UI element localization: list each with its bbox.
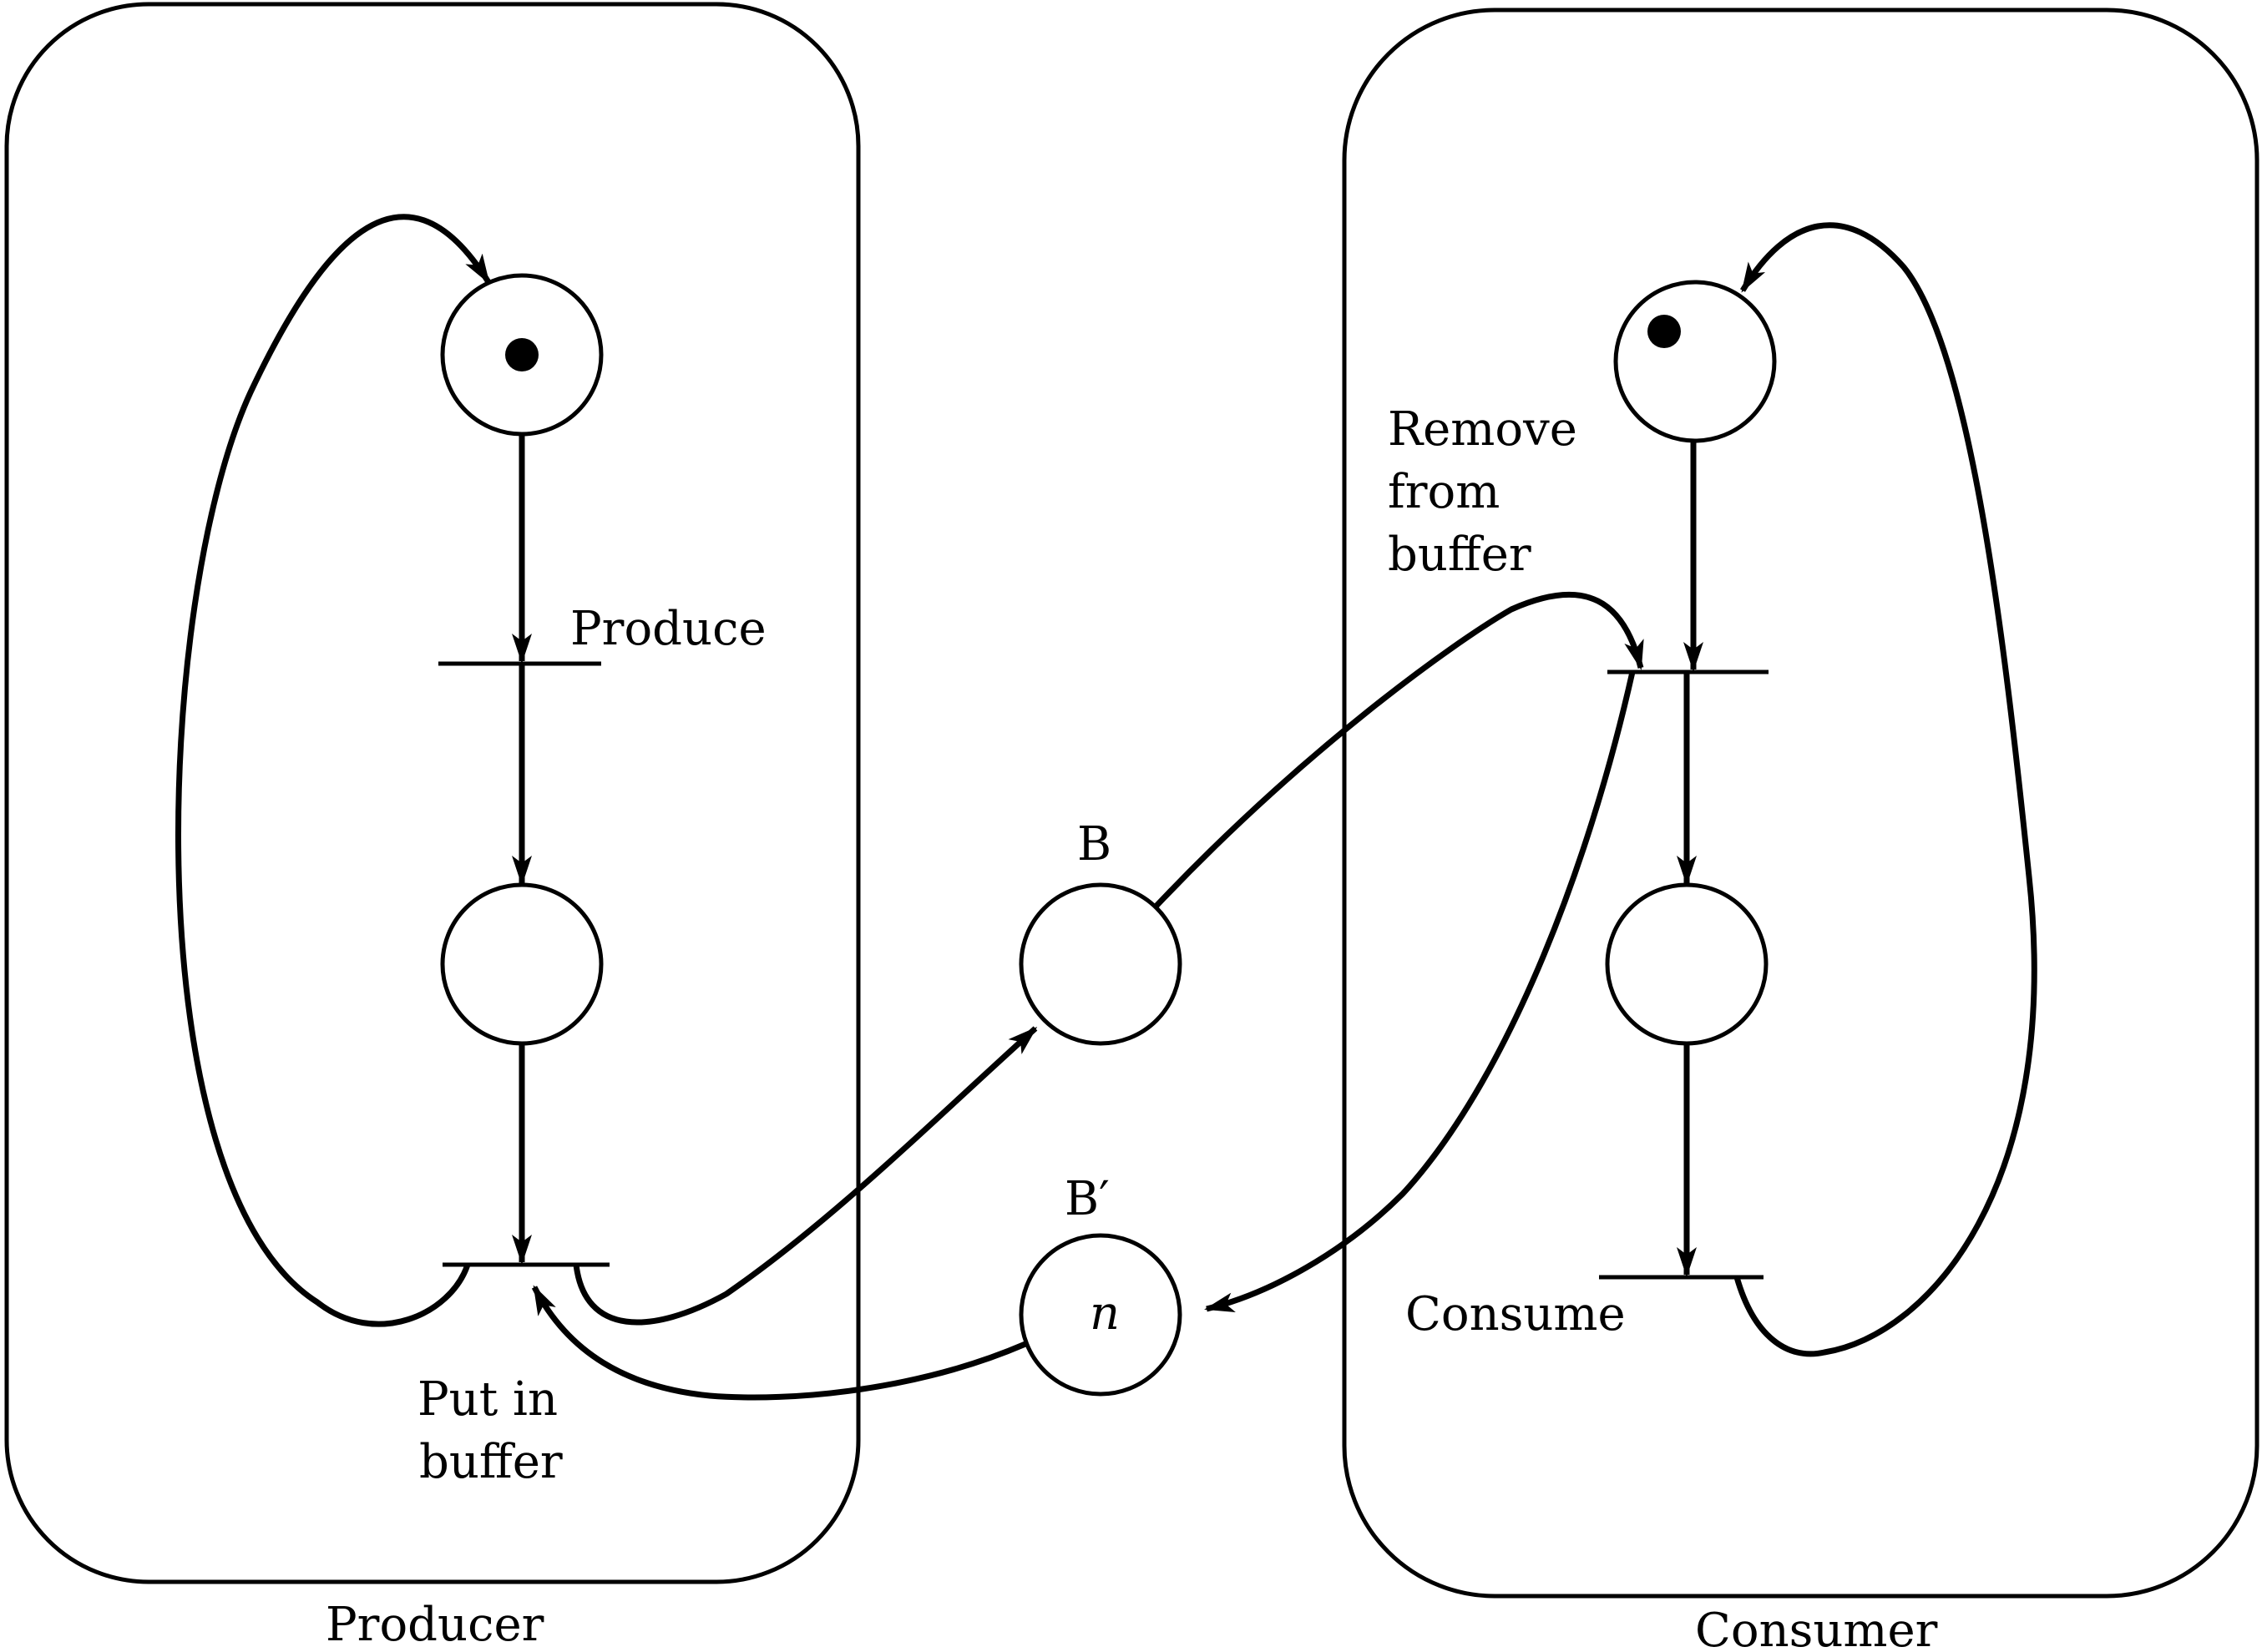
label-remove-line-2: from	[1388, 465, 1500, 519]
arc-put-to-ready-loop	[175, 214, 491, 1327]
arc-put-to-b	[573, 1026, 1038, 1326]
label-place-b: B	[1077, 817, 1111, 871]
label-remove-from-buffer: Remove from buffer	[1388, 402, 1592, 582]
label-put-in-buffer: Put in buffer	[417, 1372, 573, 1489]
label-consumer: Consumer	[1695, 1604, 1938, 1652]
place-producer-produced	[440, 882, 604, 1046]
label-consume: Consume	[1405, 1287, 1626, 1341]
label-place-b-prime: B′	[1065, 1172, 1110, 1226]
label-put-in-buffer-line-1: Put in	[417, 1372, 558, 1427]
label-remove-line-3: buffer	[1388, 528, 1531, 582]
label-remove-line-1: Remove	[1388, 402, 1577, 457]
label-produce: Produce	[570, 602, 767, 656]
arc-consume-to-ready-loop	[1733, 222, 2037, 1357]
label-put-in-buffer-line-2: buffer	[419, 1435, 563, 1489]
place-consumer-ready	[1613, 280, 1777, 443]
token-consumer-ready	[1647, 315, 1681, 348]
arc-b-prime-to-put	[531, 1285, 1027, 1401]
place-consumer-removed	[1605, 882, 1769, 1046]
place-buffer-b-prime	[1019, 1233, 1182, 1397]
arc-remove-to-b-prime	[1204, 671, 1636, 1312]
label-b-prime-tokens: n	[1090, 1286, 1120, 1341]
arc-b-to-remove	[1154, 591, 1644, 908]
producer-box	[4, 2, 861, 1584]
consumer-box	[1342, 8, 2259, 1599]
token-producer-ready	[505, 338, 539, 371]
label-producer: Producer	[326, 1598, 544, 1652]
place-buffer-b	[1019, 882, 1182, 1046]
